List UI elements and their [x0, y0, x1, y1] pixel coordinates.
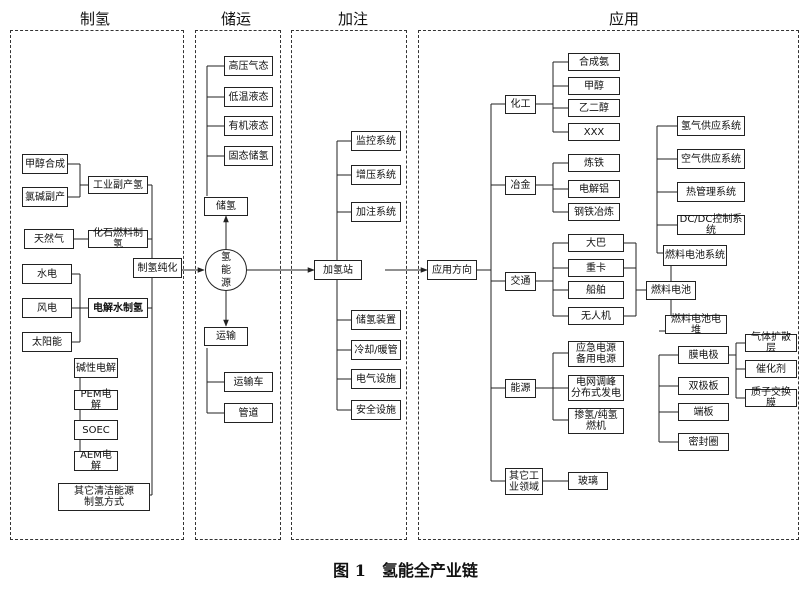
- node-pem-electrolysis: PEM电解: [74, 389, 118, 411]
- node-solid-storage: 固态储氢: [224, 146, 273, 166]
- node-thermal-management: 热管理系统: [677, 182, 745, 202]
- node-drone: 无人机: [568, 307, 624, 325]
- section-title-storage: 储运: [220, 10, 251, 28]
- node-natural-gas: 天然气: [24, 229, 74, 249]
- node-fuel-cell: 燃料电池: [646, 281, 696, 300]
- node-chemical: 化工: [505, 95, 536, 114]
- node-control-system: 监控系统: [351, 131, 401, 151]
- node-ammonia: 合成氨: [568, 53, 620, 71]
- node-fc-stack: 燃料电池电堆: [665, 314, 727, 336]
- node-truck: 重卡: [568, 259, 624, 277]
- figure-caption: 图 1 氢能全产业链: [333, 561, 478, 580]
- node-electrical-equipment: 电气设施: [351, 369, 401, 389]
- node-pem-membrane: 质子交换膜: [745, 387, 797, 409]
- node-aem-electrolysis: AEM电解: [74, 450, 118, 472]
- node-cooling-equipment: 冷却/暖管: [351, 340, 401, 360]
- node-fossil-fuel: 化石燃料制氢: [88, 228, 148, 250]
- node-metallurgy: 冶金: [505, 176, 536, 195]
- node-alkaline-electrolysis: 碱性电解: [74, 358, 118, 378]
- node-air-supply: 空气供应系统: [677, 149, 745, 169]
- node-compressor-system: 增压系统: [351, 165, 401, 185]
- node-grid-peak: 电网调峰 分布式发电: [568, 375, 624, 401]
- node-ironmaking: 炼铁: [568, 154, 620, 172]
- node-hydrogen-energy: 氢 能 源: [205, 249, 247, 291]
- node-gdl: 气体扩散层: [745, 332, 797, 354]
- node-storage: 储氢: [204, 197, 248, 216]
- node-fc-system: 燃料电池系统: [663, 245, 727, 266]
- section-title-application: 应用: [608, 10, 639, 28]
- node-catalyst: 催化剂: [745, 360, 797, 378]
- section-title-production: 制氢: [79, 10, 110, 28]
- node-mea: 膜电极: [678, 346, 729, 364]
- node-purification: 制氢纯化: [133, 258, 182, 278]
- node-solar: 太阳能: [22, 332, 72, 352]
- node-organic-liquid: 有机液态: [224, 116, 273, 136]
- node-dispensing-system: 加注系统: [351, 202, 401, 222]
- section-title-refueling: 加注: [337, 10, 368, 28]
- node-water-electrolysis: 电解水制氢: [88, 298, 148, 318]
- node-ship: 船舶: [568, 281, 624, 299]
- node-wind: 风电: [22, 298, 72, 318]
- node-refueling-station: 加氢站: [314, 260, 362, 280]
- node-steel-reduction: 钢铁冶炼: [568, 203, 620, 221]
- node-dcdc-control: DC/DC控制系统: [677, 214, 745, 236]
- node-bipolar-plate: 双极板: [678, 377, 729, 395]
- node-chlor-alkali: 氯碱副产: [22, 187, 68, 207]
- node-soec: SOEC: [74, 420, 118, 440]
- node-transport: 运输: [204, 327, 248, 346]
- node-cryo-liquid: 低温液态: [224, 87, 273, 107]
- node-transport-app: 交通: [505, 272, 536, 291]
- node-high-pressure-gas: 高压气态: [224, 56, 273, 76]
- node-xxx: XXX: [568, 123, 620, 141]
- node-safety-equipment: 安全设施: [351, 400, 401, 420]
- node-other-industry: 其它工 业领域: [505, 468, 543, 495]
- section-refueling: [291, 30, 407, 540]
- node-app-direction: 应用方向: [427, 260, 477, 280]
- node-methanol-synthesis: 甲醇合成: [22, 154, 68, 174]
- node-other-clean-energy: 其它清洁能源 制氢方式: [58, 483, 150, 511]
- section-production: [10, 30, 184, 540]
- node-methanol: 甲醇: [568, 77, 620, 95]
- node-industrial-byproduct: 工业副产氢: [88, 176, 148, 194]
- section-storage: [195, 30, 281, 540]
- node-emergency-power: 应急电源 备用电源: [568, 341, 624, 367]
- node-h2-supply: 氢气供应系统: [677, 116, 745, 136]
- node-ethylene-glycol: 乙二醇: [568, 99, 620, 117]
- node-hydrogen-blend: 掺氢/纯氢 燃机: [568, 408, 624, 434]
- node-seal: 密封圈: [678, 433, 729, 451]
- node-glass: 玻璃: [568, 472, 608, 490]
- node-tube-trailer: 运输车: [224, 372, 273, 392]
- node-energy: 能源: [505, 379, 536, 398]
- node-bus: 大巴: [568, 234, 624, 252]
- node-end-plate: 端板: [678, 403, 729, 421]
- node-storage-device: 储氢装置: [351, 310, 401, 330]
- node-electrolytic-aluminum: 电解铝: [568, 180, 620, 198]
- node-hydropower: 水电: [22, 264, 72, 284]
- section-application: [418, 30, 799, 540]
- node-pipeline: 管道: [224, 403, 273, 423]
